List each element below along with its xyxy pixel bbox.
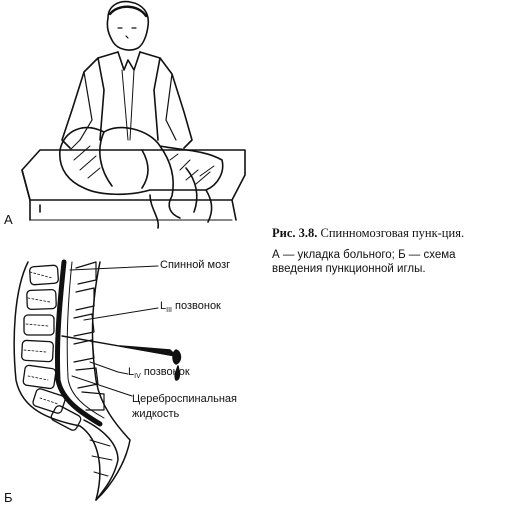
- label-l3-letter: L: [160, 300, 167, 312]
- label-l4-letter: L: [128, 366, 135, 378]
- spine-diagram: [13, 259, 182, 501]
- label-l4-sub: IV: [134, 373, 141, 381]
- treatment-table: [21, 149, 246, 201]
- label-csf: Цереброспинальная жидкость: [132, 392, 237, 422]
- nurse-head: [106, 0, 150, 51]
- caption-title: Спинномозговая пунк-ция.: [320, 226, 465, 240]
- label-csf-line1: Цереброспинальная: [132, 393, 237, 405]
- label-l4-word: позвонок: [143, 366, 190, 378]
- label-csf-line2: жидкость: [132, 408, 180, 420]
- label-l4-vertebra: LIV позвонок: [128, 366, 190, 380]
- figure-caption: Рис. 3.8. Спинномозговая пунк-ция. А — у…: [272, 226, 502, 276]
- vertebrae: [21, 264, 82, 431]
- caption-description: А — укладка больного; Б — схема введения…: [272, 249, 456, 275]
- csf-drop: [174, 365, 181, 381]
- label-l3-word: позвонок: [175, 300, 221, 312]
- label-spinal-cord: Спинной мозг: [160, 259, 231, 271]
- caption-number: Рис. 3.8.: [272, 226, 318, 240]
- spinal-cord: [54, 259, 103, 427]
- label-l3-sub: III: [166, 307, 172, 315]
- panel-label-a: А: [4, 212, 13, 227]
- panel-label-b: Б: [4, 490, 13, 505]
- label-l3-vertebra: LIII позвонок: [160, 300, 221, 314]
- patient-body: [59, 126, 224, 196]
